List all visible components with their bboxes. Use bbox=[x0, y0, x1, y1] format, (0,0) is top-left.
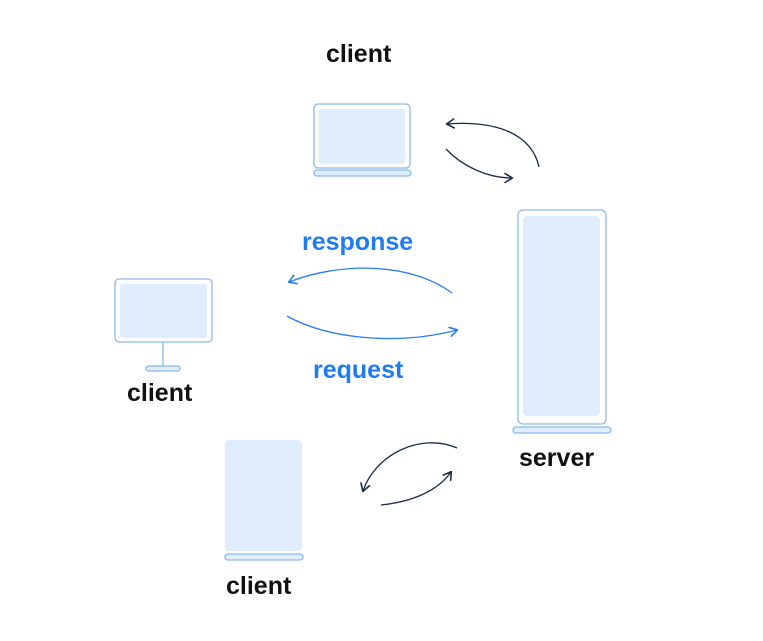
arrow-laptop-to-server bbox=[445, 148, 514, 184]
arrow-server-to-laptop bbox=[445, 118, 540, 168]
request-label: request bbox=[313, 356, 404, 384]
phone-icon bbox=[224, 440, 304, 561]
arrow-server-to-phone bbox=[360, 442, 458, 493]
client-bottom-label: client bbox=[226, 572, 292, 600]
server-label: server bbox=[519, 444, 595, 472]
client-left-label: client bbox=[127, 379, 193, 407]
response-label: response bbox=[302, 228, 414, 256]
laptop-icon bbox=[313, 103, 412, 177]
client-top-label: client bbox=[326, 40, 392, 68]
monitor-icon bbox=[114, 278, 213, 372]
request-arrow bbox=[286, 315, 459, 340]
response-arrow bbox=[287, 267, 453, 294]
server-icon bbox=[512, 209, 612, 434]
arrow-phone-to-server bbox=[380, 470, 453, 506]
